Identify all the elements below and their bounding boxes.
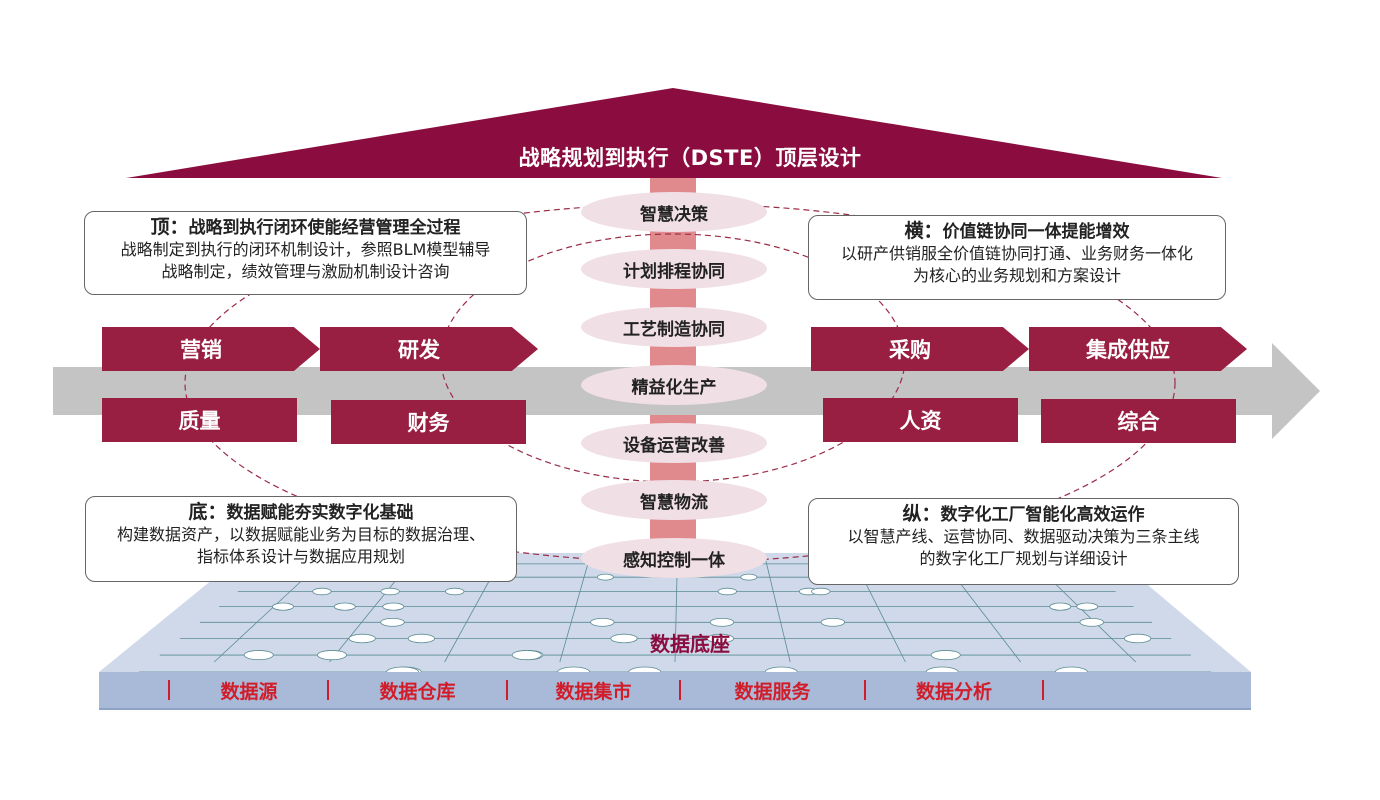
grid-node: [445, 587, 465, 596]
data-foundation-label: 数据底座: [650, 632, 730, 656]
box-bottom-key: 底：: [188, 501, 227, 523]
grid-node: [1049, 602, 1072, 611]
bar-item-data-analysis: 数据分析: [915, 680, 992, 703]
box-horizontal-title: 价值链协同一体提能增效: [942, 222, 1130, 242]
grid-node: [1079, 617, 1104, 627]
bar-separator: [168, 680, 170, 700]
box-top-key: 顶：: [150, 216, 189, 238]
pill-planning-coordination: 计划排程协同: [581, 249, 767, 289]
box-top-line2: 战略制定，绩效管理与激励机制设计咨询: [161, 262, 450, 281]
grid-node: [243, 650, 274, 661]
grid-node: [740, 573, 758, 581]
grid-node: [709, 617, 735, 627]
pill-sensing-control: 感知控制一体: [581, 538, 767, 578]
grid-node: [272, 602, 294, 611]
box-bottom-line2: 指标体系设计与数据应用规划: [196, 547, 405, 566]
box-horizontal: 横：价值链协同一体提能增效 以研产供销服全价值链协同打通、业务财务一体化 为核心…: [808, 215, 1226, 300]
grid-node: [407, 633, 435, 644]
bar-item-data-source: 数据源: [220, 680, 278, 703]
grid-line-v: [559, 552, 592, 663]
grid-node: [317, 650, 347, 661]
bar-item-data-warehouse: 数据仓库: [379, 680, 456, 703]
grid-node: [380, 587, 400, 596]
grid-line-v: [763, 552, 791, 663]
box-vertical-line2: 的数字化工厂规划与详细设计: [919, 549, 1128, 568]
box-vertical-title: 数字化工厂智能化高效运作: [940, 505, 1145, 525]
chevron-procurement: 采购: [811, 327, 1029, 371]
bar-item-data-mart: 数据集市: [555, 680, 632, 703]
grid-node: [1124, 633, 1152, 644]
pill-process-manufacturing: 工艺制造协同: [581, 307, 767, 347]
rect-quality: 质量: [102, 398, 297, 442]
box-horizontal-line1: 以研产供销服全价值链协同打通、业务财务一体化: [840, 244, 1193, 263]
box-vertical: 纵：数字化工厂智能化高效运作 以智慧产线、运营协同、数据驱动决策为三条主线 的数…: [808, 498, 1239, 585]
pill-smart-logistics: 智慧物流: [581, 480, 767, 520]
bar-separator: [506, 680, 508, 700]
grid-node: [1076, 602, 1099, 611]
rect-hr: 人资: [823, 398, 1018, 442]
grid-node: [596, 573, 614, 581]
pill-equipment-operations: 设备运营改善: [581, 423, 767, 463]
bar-separator: [327, 680, 329, 700]
grid-node: [380, 617, 405, 627]
dashed-ellipse-outer: [184, 203, 1176, 563]
roof-title: 战略规划到执行（DSTE）顶层设计: [518, 146, 862, 170]
roof-shape: [126, 88, 1222, 178]
bar-separator: [1042, 680, 1044, 700]
grid-node: [348, 633, 376, 644]
chevron-marketing: 营销: [102, 327, 320, 371]
box-vertical-key: 纵：: [902, 503, 941, 525]
box-vertical-line1: 以智慧产线、运营协同、数据驱动决策为三条主线: [847, 527, 1200, 546]
box-horizontal-key: 横：: [904, 220, 943, 242]
grid-node: [312, 587, 332, 596]
box-top-title: 战略到执行闭环使能经营管理全过程: [188, 218, 461, 238]
grid-node: [610, 633, 638, 644]
box-bottom: 底：数据赋能夯实数字化基础 构建数据资产，以数据赋能业务为目标的数据治理、 指标…: [85, 496, 517, 582]
grid-node: [333, 602, 356, 611]
chevron-rnd: 研发: [320, 327, 538, 371]
box-bottom-title: 数据赋能夯实数字化基础: [226, 503, 414, 523]
pill-smart-decision: 智慧决策: [581, 192, 767, 232]
pill-lean-production: 精益化生产: [581, 365, 767, 405]
bar-item-data-service: 数据服务: [734, 680, 811, 703]
box-horizontal-line2: 为核心的业务规划和方案设计: [912, 266, 1121, 285]
box-bottom-line1: 构建数据资产，以数据赋能业务为目标的数据治理、: [116, 525, 485, 544]
chevron-integrated-supply: 集成供应: [1029, 327, 1247, 371]
grid-node: [511, 650, 542, 661]
grid-node: [382, 602, 405, 611]
grid-node: [811, 587, 831, 596]
grid-node: [820, 617, 846, 627]
grid-node: [717, 587, 737, 596]
rect-general: 综合: [1041, 399, 1236, 443]
grid-node: [590, 617, 615, 627]
bar-separator: [679, 680, 681, 700]
rect-finance: 财务: [331, 400, 526, 444]
grid-node: [930, 650, 961, 661]
box-top: 顶：战略到执行闭环使能经营管理全过程 战略制定到执行的闭环机制设计，参照BLM模…: [84, 211, 527, 295]
bar-separator: [864, 680, 866, 700]
grid-node: [706, 633, 735, 644]
box-top-line1: 战略制定到执行的闭环机制设计，参照BLM模型辅导: [120, 240, 491, 259]
data-foundation-bar: 数据源 数据仓库 数据集市 数据服务 数据分析: [99, 672, 1251, 710]
